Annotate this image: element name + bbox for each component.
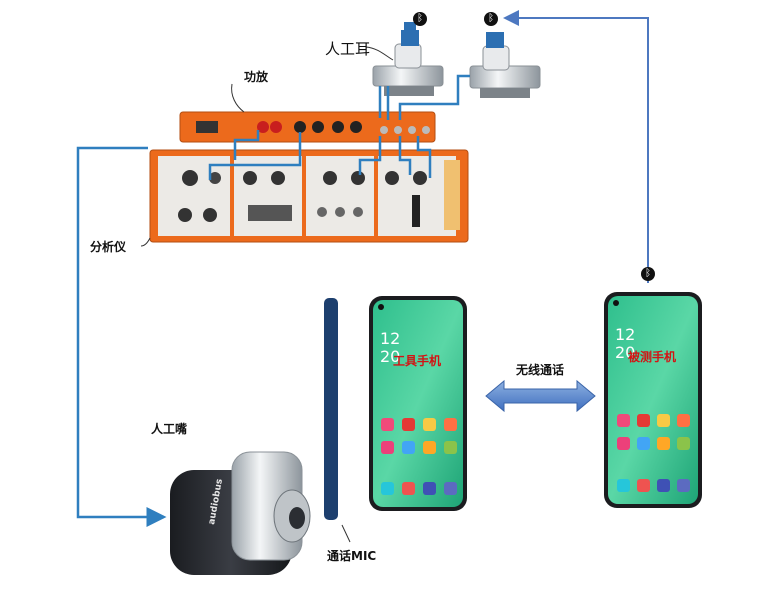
label-artificial-ear: 人工耳 <box>325 40 371 58</box>
bluetooth-icon-tested-phone: ᛒ <box>641 267 655 281</box>
label-wireless-call: 无线通话 <box>516 363 565 377</box>
bluetooth-icon-ear-right: ᛒ <box>484 12 498 26</box>
label-tool-phone: 工具手机 <box>393 354 442 368</box>
artificial-ear-left <box>372 22 444 96</box>
artificial-ear-right <box>469 32 541 98</box>
tested-phone-time-min: 20 <box>615 343 636 362</box>
wireless-double-arrow <box>485 379 596 413</box>
tool-phone-time-hour: 12 <box>380 329 401 348</box>
bluetooth-link-line <box>503 10 649 283</box>
cables <box>208 74 470 180</box>
label-analyzer: 分析仪 <box>90 240 127 254</box>
label-tested-phone: 被测手机 <box>628 350 677 364</box>
bluetooth-icon-ear-left: ᛒ <box>413 12 427 26</box>
power-amplifier <box>179 111 436 143</box>
pointer-lines <box>140 46 394 543</box>
tool-phone <box>369 296 467 511</box>
mouth-feed-line <box>76 146 167 527</box>
label-artificial-mouth: 人工嘴 <box>151 422 188 436</box>
label-power-amp: 功放 <box>244 70 269 84</box>
tested-phone-time-hour: 12 <box>615 325 636 344</box>
tested-phone <box>604 292 702 508</box>
artificial-mouth <box>170 451 311 575</box>
tool-phone-time-min: 20 <box>380 347 401 366</box>
call-mic-bar <box>324 298 338 520</box>
label-call-mic: 通话MIC <box>327 549 377 563</box>
audio-analyzer <box>149 149 469 243</box>
